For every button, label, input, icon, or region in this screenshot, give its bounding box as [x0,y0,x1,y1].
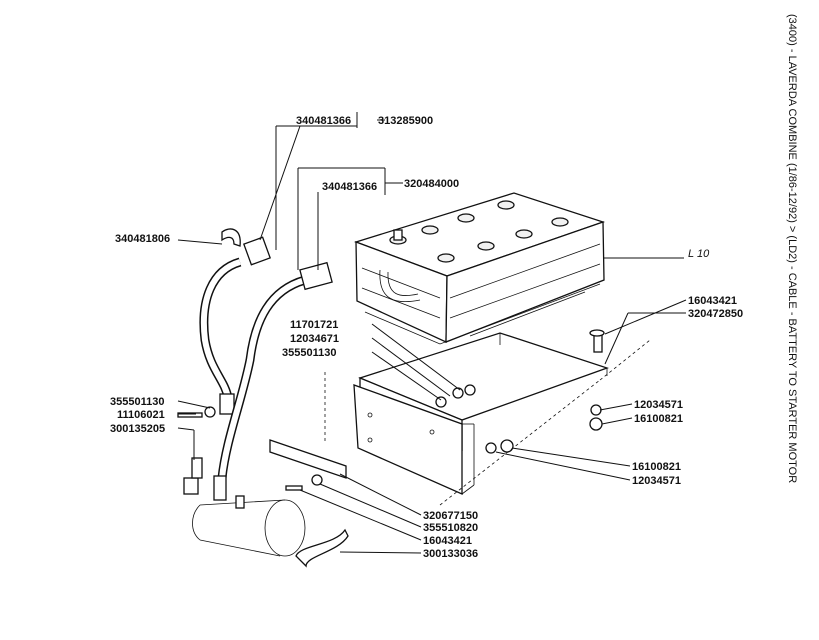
label-11701721: 11701721 [290,319,338,331]
label-300135205: 300135205 [110,423,165,435]
battery-tray [353,332,610,495]
label-16043421-bottom: 16043421 [423,535,472,547]
label-313285900: 313285900 [378,115,433,127]
label-12034571-lower: 12034571 [632,475,681,487]
cable-clip [221,228,241,247]
cable-negative [199,236,271,415]
label-340481806: 340481806 [115,233,170,245]
label-12034571-upper: 12034571 [634,399,683,411]
label-340481366-a: 340481366 [296,115,351,127]
label-300133036: 300133036 [423,548,478,560]
label-16100821-upper: 16100821 [634,413,683,425]
cable-positive [213,261,333,501]
hold-down-strap [269,439,347,479]
label-320472850: 320472850 [688,308,743,320]
motor-clamp [295,528,349,568]
terminal-block [183,477,199,495]
label-355501130-left: 355501130 [110,396,164,408]
reference-label: L 10 [688,248,710,260]
label-12034671: 12034671 [290,333,339,345]
label-355501130-top: 355501130 [282,347,336,359]
callout-lines [177,112,687,554]
label-355510820: 355510820 [423,522,478,534]
screw-left [177,412,203,418]
starter-motor [192,495,306,557]
label-16100821-lower: 16100821 [632,461,681,473]
label-320677150: 320677150 [423,510,478,522]
label-340481366-b: 340481366 [322,181,377,193]
part-number-labels: 340481366 313285900 340481366 320484000 … [110,115,743,560]
label-16043421-right: 16043421 [688,295,737,307]
label-320484000: 320484000 [404,178,459,190]
battery [353,192,606,345]
hardware [177,228,605,495]
side-title: (3400) - LAVERDA COMBINE (1/86-12/92) > … [786,14,798,483]
washer-left [204,406,216,418]
label-11106021: 11106021 [117,409,165,421]
